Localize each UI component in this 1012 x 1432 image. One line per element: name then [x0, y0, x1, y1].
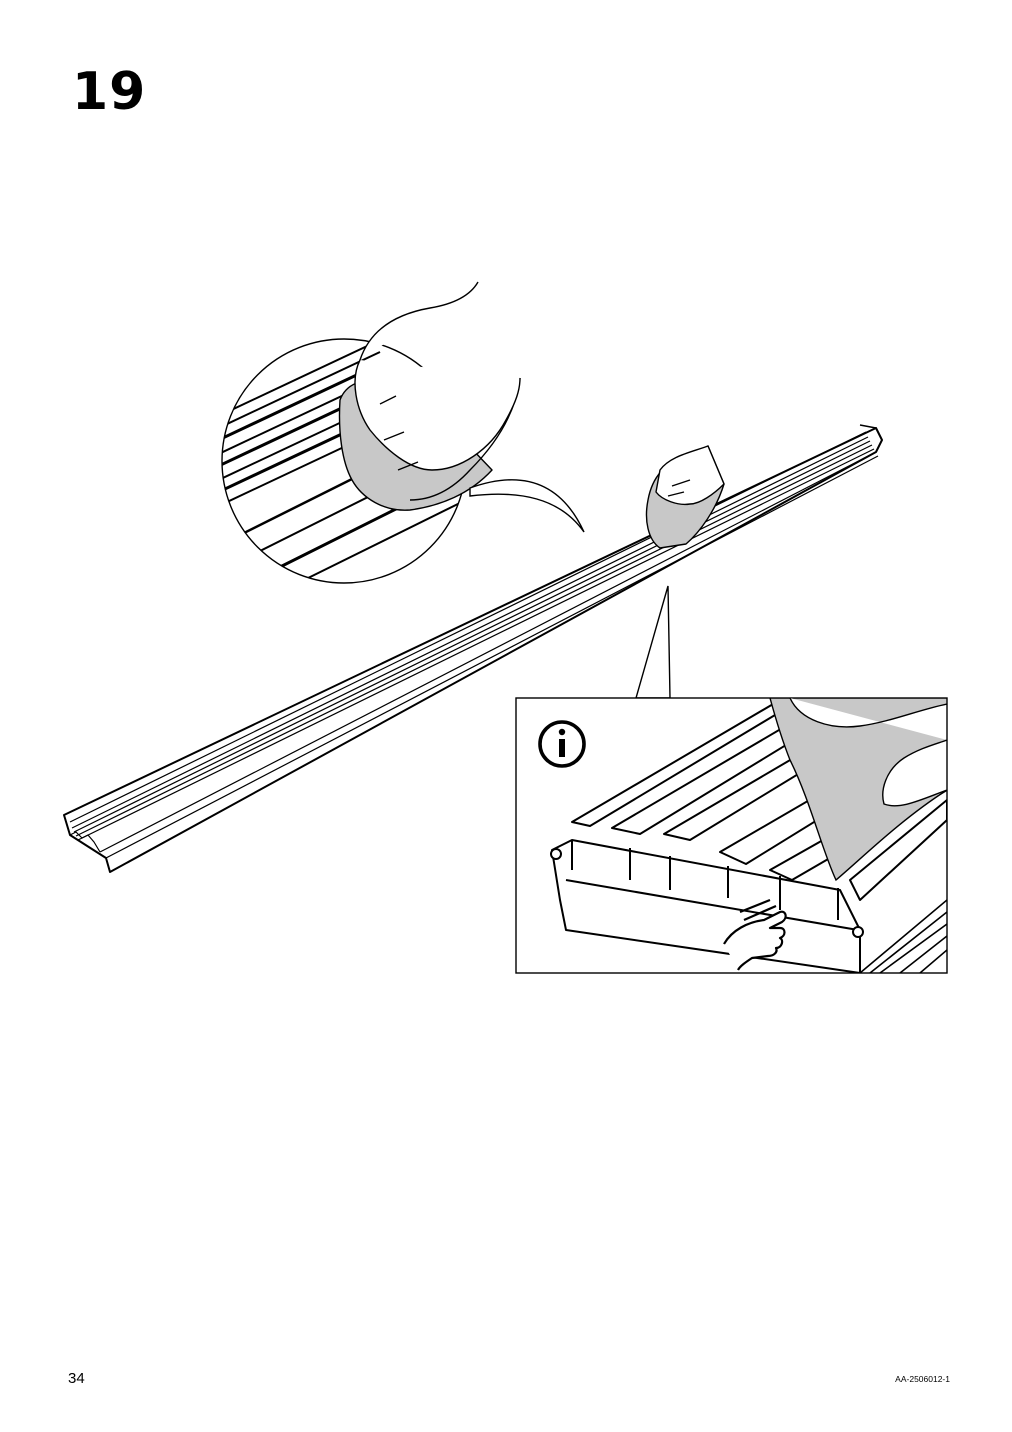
info-icon: [538, 720, 586, 768]
hand-with-cloth-icon: [338, 281, 521, 511]
zoom-pointer: [469, 479, 585, 533]
zoom-circle: [221, 281, 585, 584]
hand-with-cloth-icon: [645, 445, 725, 549]
finger-touch-icon: [723, 898, 787, 971]
document-code: AA-2506012-1: [895, 1374, 950, 1384]
page-number: 34: [68, 1370, 85, 1387]
step-number: 19: [72, 62, 147, 122]
detail-inset: [515, 585, 948, 974]
